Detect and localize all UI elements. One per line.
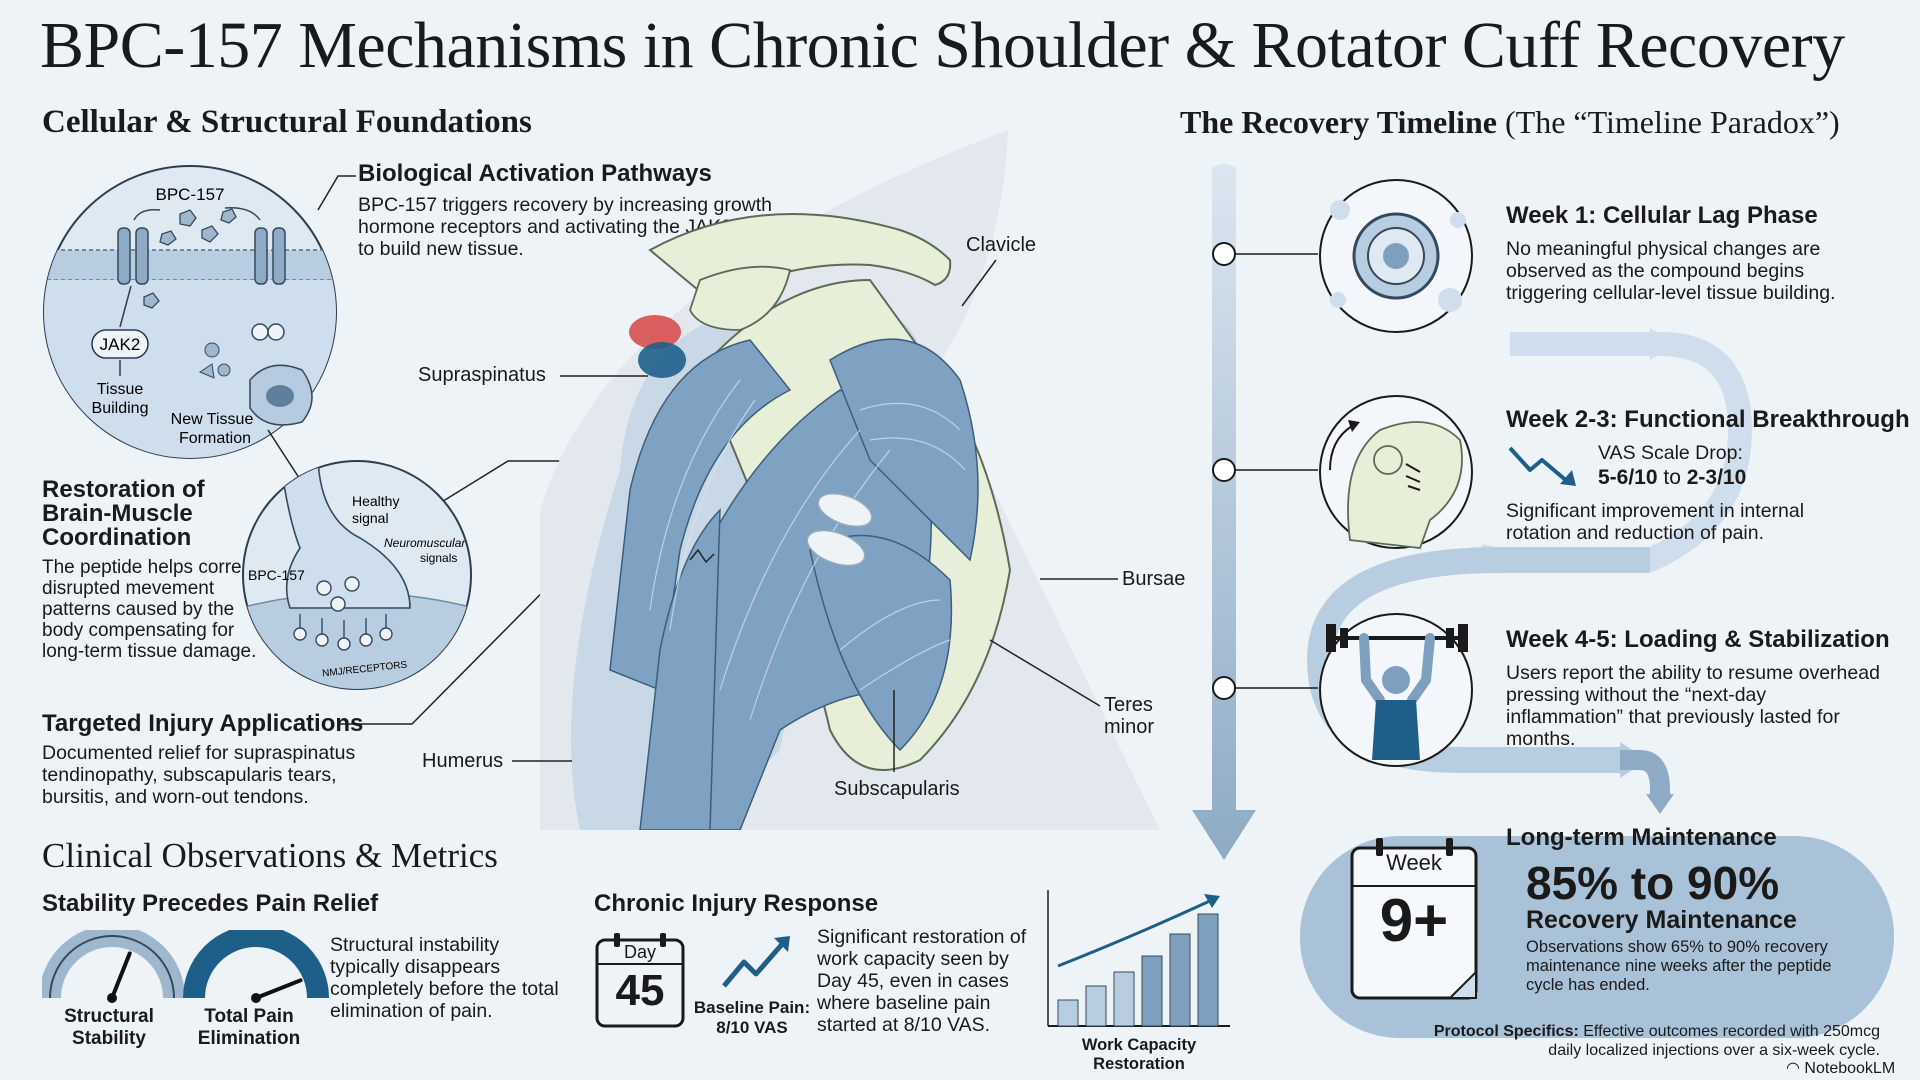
trend-down-icon [1508,446,1576,486]
work-capacity-bar [1141,955,1163,1027]
trend-up-icon [722,936,790,988]
gauge-pain-label: Total Pain Elimination [197,1006,301,1049]
timeline-heading: The Recovery Timeline (The “Timeline Par… [1180,104,1840,141]
label-supraspinatus: Supraspinatus [418,364,546,386]
clinical-heading: Clinical Observations & Metrics [42,836,498,875]
work-capacity-bar [1113,971,1135,1027]
section-heading-foundations: Cellular & Structural Foundations [42,104,532,140]
gauge-structural-track [42,930,185,999]
label-clavicle: Clavicle [966,234,1037,256]
week1-title: Week 1: Cellular Lag Phase [1506,202,1818,229]
brand-logo-icon: ◠ [1786,1060,1800,1077]
work-capacity-bar [1085,985,1107,1027]
timeline-dot-week1 [1212,242,1236,266]
label-subscapularis: Subscapularis [834,778,960,800]
baseline-pain-label: Baseline Pain: 8/10 VAS [693,998,811,1037]
tissue-building-line2: Building [92,400,149,417]
nmj-bpc-label: BPC-157 [248,567,305,583]
brain-muscle-text: The peptide helps correct disrupted meve… [42,557,257,662]
label-teres-minor: Teres minor [1104,694,1155,738]
day-label: Day [623,942,656,962]
vas-to-word: to [1663,466,1681,489]
timeline-dot-week45 [1212,676,1236,700]
week45-text: Users report the ability to resume overh… [1506,662,1880,750]
week23-text: Significant improvement in internal rota… [1506,500,1805,544]
label-bursae: Bursae [1122,568,1186,590]
week1-text: No meaningful physical changes are obser… [1506,238,1836,304]
jak2-label: JAK2 [100,335,141,354]
timeline-heading-rest: (The “Timeline Paradox”) [1504,104,1840,140]
healthy-signal-line1: Healthy [352,493,399,509]
vas-to: 2-3/10 [1686,466,1747,489]
cell-receptor-diagram: BPC-157 JAK2 Tissue Building New Tissue … [43,165,337,459]
brain-muscle-title: Restoration of Brain-Muscle Coordination [42,476,205,551]
label-humerus: Humerus [422,750,504,772]
stability-gauges [42,930,329,1003]
gauge-pain-track [183,930,329,999]
chronic-title: Chronic Injury Response [594,890,879,917]
timeline-track [1192,164,1894,1038]
longterm-text: Observations show 65% to 90% recovery ma… [1526,938,1832,994]
week9-cal-label: Week [1386,850,1442,875]
vas-drop: 5-6/10 to 2-3/10 [1598,466,1746,490]
pathways-title: Biological Activation Pathways [358,160,712,187]
page-title: BPC-157 Mechanisms in Chronic Shoulder &… [40,9,1845,82]
work-capacity-bar [1197,913,1219,1027]
work-capacity-label: Work Capacity Restoration [1081,1036,1197,1073]
gauge-structural-label: Structural Stability [64,1006,154,1049]
neuromuscular-diagram: Healthy signal Neuromuscular signals BPC… [242,460,472,690]
work-capacity-bar [1057,999,1079,1027]
tissue-building-line1: Tissue [97,381,144,398]
neuro-signals-line1: Neuromuscular [384,536,466,550]
vas-from: 5-6/10 [1598,466,1658,489]
week23-title: Week 2-3: Functional Breakthrough [1506,406,1910,433]
new-tissue-line2: Formation [179,430,251,447]
day-calendar-icon [595,933,685,1028]
new-tissue-line1: New Tissue [171,411,254,428]
targeted-title: Targeted Injury Applications [42,710,364,737]
brand-mark: ◠ NotebookLM [1786,1058,1895,1078]
targeted-text: Documented relief for supraspinatus tend… [42,742,356,808]
week9-cal-value: 9+ [1379,887,1449,954]
timeline-dot-week23 [1212,458,1236,482]
timeline-main-arrow [1192,164,1256,860]
protocol-label: Protocol Specifics: [1433,1023,1579,1040]
longterm-subtitle: Recovery Maintenance [1526,906,1797,934]
chronic-text: Significant restoration of work capacity… [817,926,1027,1036]
stability-title: Stability Precedes Pain Relief [42,890,379,917]
neuro-signals-line2: signals [420,551,457,565]
protocol-specifics: Protocol Specifics: Effective outcomes r… [1420,1022,1880,1060]
longterm-title: Long-term Maintenance [1506,824,1777,851]
day-value: 45 [615,966,665,1015]
gauge-structural-needle [110,951,132,1000]
healthy-signal-line2: signal [352,510,389,526]
shoulder-anatomy-illustration [540,130,1160,830]
longterm-big-stat: 85% to 90% [1526,857,1780,909]
protocol-text: Effective outcomes recorded with 250mcg … [1548,1023,1880,1059]
vas-label: VAS Scale Drop: [1598,442,1743,464]
work-capacity-chart [1047,890,1230,1027]
stability-text: Structural instability typically disappe… [330,934,559,1022]
week45-title: Week 4-5: Loading & Stabilization [1506,626,1890,653]
cell-bpc-label: BPC-157 [156,185,225,204]
timeline-heading-bold: The Recovery Timeline [1180,104,1497,140]
brand-name: NotebookLM [1804,1060,1896,1077]
work-capacity-bar [1169,933,1191,1027]
gauge-pain-needle [254,978,303,1000]
